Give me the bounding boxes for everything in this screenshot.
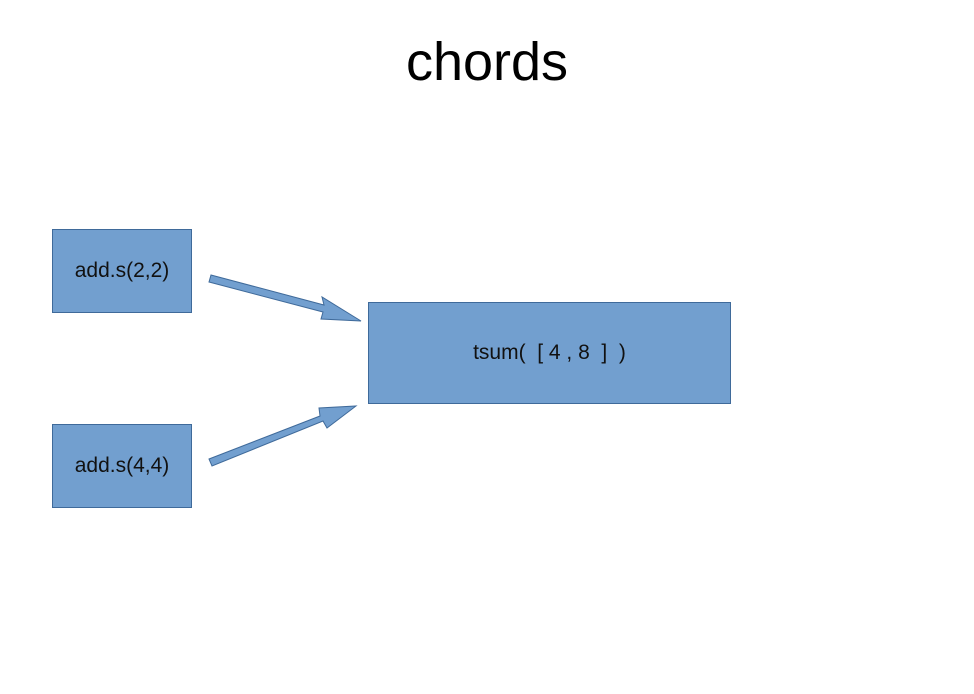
callback-box: tsum( [ 4 , 8 ] ): [368, 302, 731, 404]
add-task-label-2: add.s(4,4): [74, 454, 170, 477]
arrow-top: [208, 274, 362, 322]
add-task-box-1: add.s(2,2): [52, 229, 192, 313]
add-task-box-2: add.s(4,4): [52, 424, 192, 508]
arrow-bottom: [208, 405, 358, 467]
slide-title: chords: [405, 32, 569, 92]
callback-label: tsum( [ 4 , 8 ] ): [473, 341, 626, 364]
add-task-label-1: add.s(2,2): [74, 259, 170, 282]
